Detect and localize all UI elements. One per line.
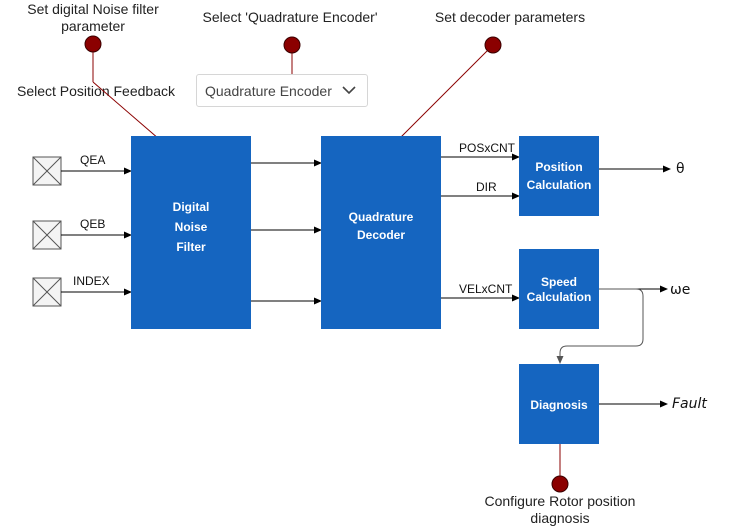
label-poscnt: POSxCNT: [459, 141, 516, 155]
chevron-down-icon: [341, 83, 357, 99]
block-speed-label-2: Calculation: [527, 290, 592, 304]
block-position-label-1: Position: [535, 160, 582, 174]
label-index: INDEX: [73, 274, 110, 288]
config-marker-encoder-select[interactable]: [283, 36, 301, 54]
callout-decoder-params: Set decoder parameters: [435, 9, 585, 25]
block-diagnosis[interactable]: [519, 364, 599, 444]
input-qeb-connector: [32, 220, 62, 250]
callout-encoder-select: Select 'Quadrature Encoder': [203, 9, 378, 25]
position-feedback-select[interactable]: Quadrature Encoder: [196, 74, 368, 107]
block-speed-label-1: Speed: [541, 275, 577, 289]
label-dir: DIR: [476, 180, 497, 194]
config-marker-rotor-diagnosis[interactable]: [551, 475, 569, 493]
label-qeb: QEB: [80, 217, 105, 231]
block-position-calculation[interactable]: [519, 136, 599, 216]
block-decoder-label-2: Decoder: [357, 228, 405, 242]
callout-rotor-diagnosis-line1: Configure Rotor position: [485, 493, 636, 509]
callout-noise-filter-line2: parameter: [61, 18, 125, 34]
callout-position-feedback: Select Position Feedback: [17, 83, 176, 99]
label-qea: QEA: [80, 153, 105, 167]
wire-speed-to-diagnosis: [556, 288, 644, 364]
block-noise-filter-label-2: Noise: [175, 220, 208, 234]
config-marker-decoder-params[interactable]: [484, 36, 502, 54]
block-digital-noise-filter[interactable]: [131, 136, 251, 329]
block-diagnosis-label: Diagnosis: [530, 398, 588, 412]
output-fault: Fault: [672, 396, 707, 412]
output-omega: ωe: [670, 282, 690, 298]
input-qea-connector: [32, 156, 62, 186]
callout-rotor-diagnosis-line2: diagnosis: [530, 510, 589, 526]
block-speed-calculation[interactable]: [519, 249, 599, 329]
block-noise-filter-label-3: Filter: [176, 240, 206, 254]
config-marker-noise-filter[interactable]: [84, 35, 102, 53]
output-theta: θ: [676, 161, 685, 177]
position-feedback-select-value: Quadrature Encoder: [205, 82, 332, 99]
input-index-connector: [32, 277, 62, 307]
block-quadrature-decoder[interactable]: [321, 136, 441, 329]
label-velcnt: VELxCNT: [459, 282, 513, 296]
block-decoder-label-1: Quadrature: [349, 210, 414, 224]
callout-noise-filter-line1: Set digital Noise filter: [27, 1, 159, 17]
block-noise-filter-label-1: Digital: [173, 200, 210, 214]
block-position-label-2: Calculation: [527, 178, 592, 192]
